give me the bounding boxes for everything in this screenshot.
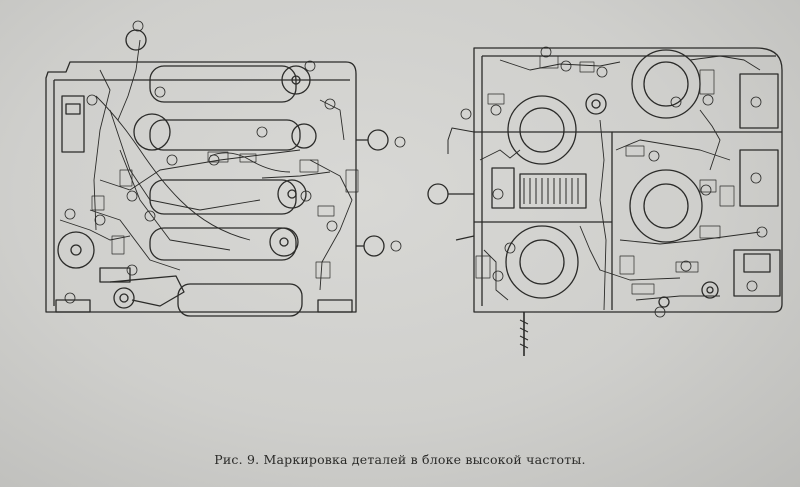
right-small-components	[475, 55, 735, 295]
left-wiring	[59, 39, 353, 291]
part-reference-tags	[64, 20, 768, 318]
right-variable-condenser	[491, 167, 587, 209]
figure-caption: Рис. 9. Маркировка деталей в блоке высок…	[214, 452, 586, 467]
right-chassis-view	[427, 47, 783, 356]
left-tube-shields	[149, 65, 303, 317]
left-bottom-assembly	[99, 267, 185, 309]
right-coil-forms	[505, 49, 703, 299]
left-tube-sockets	[57, 29, 317, 269]
left-chassis-view	[45, 29, 389, 317]
left-small-components	[91, 151, 359, 279]
